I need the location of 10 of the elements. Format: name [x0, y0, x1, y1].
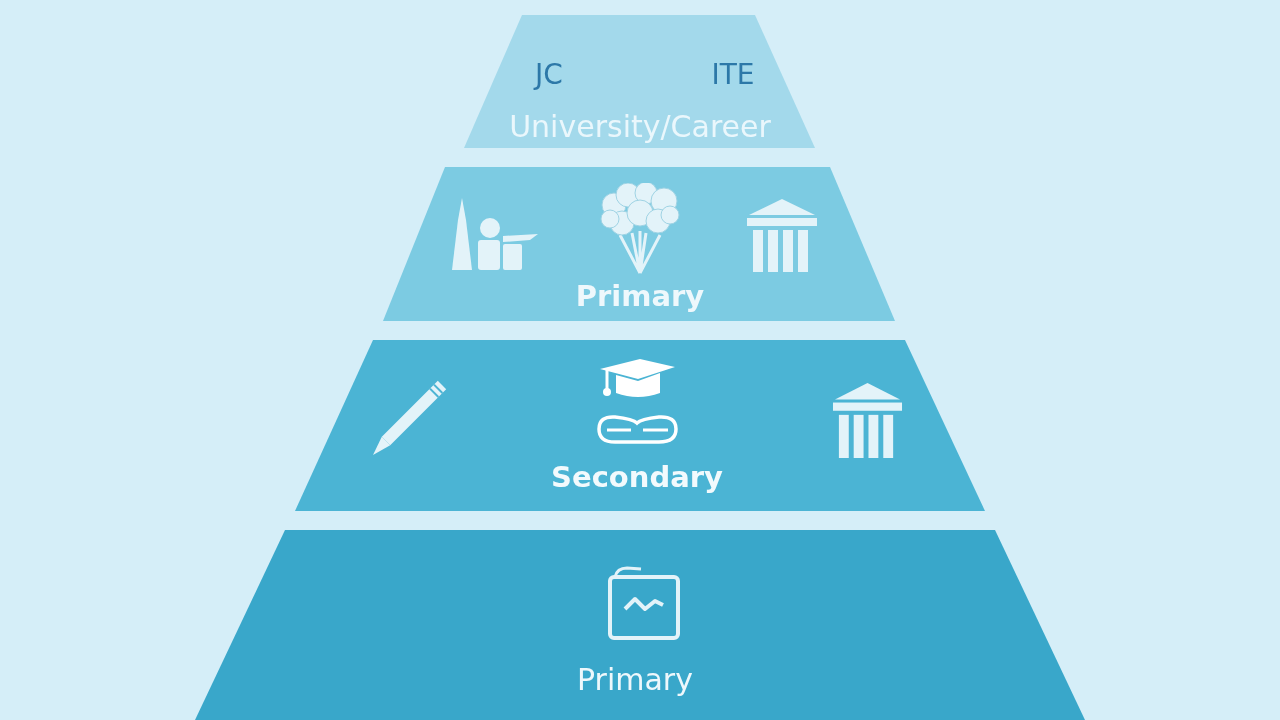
tier-label: Primary	[577, 665, 693, 695]
pyramid-tier	[195, 530, 1085, 720]
tier-label: JC	[535, 61, 563, 89]
tier-label: ITE	[711, 61, 755, 89]
pyramid-tier	[464, 15, 815, 148]
pyramid-tier	[295, 340, 985, 511]
tier-label: Secondary	[551, 462, 723, 492]
tier-label: Primary	[575, 281, 705, 311]
tier-label: University/Career	[509, 112, 771, 142]
pyramid-tier	[383, 167, 895, 321]
